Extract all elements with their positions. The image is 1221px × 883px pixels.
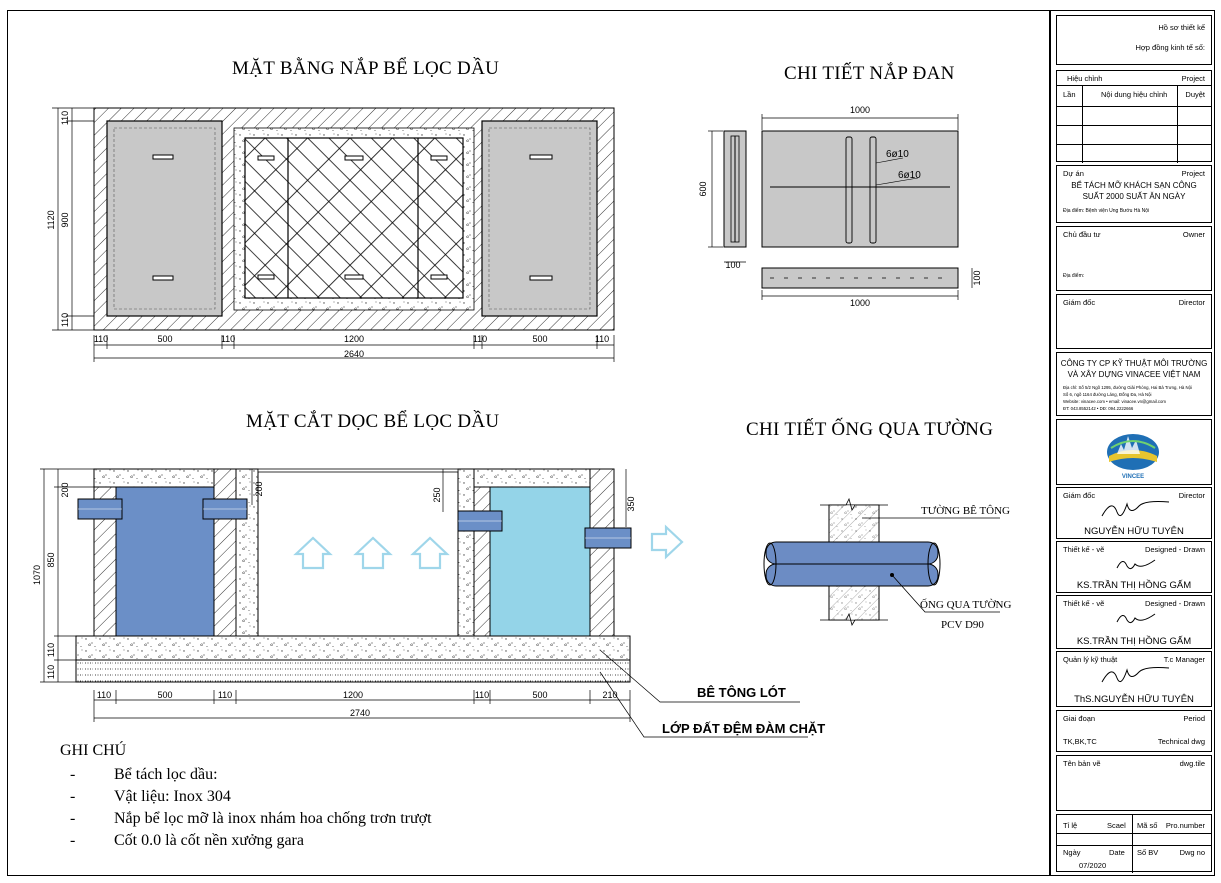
note-item: -Nắp bể lọc mỡ là inox nhám hoa chống tr… [70,810,432,827]
plan-cover-right [481,120,598,317]
slab-dim-thk: 100 [725,260,740,270]
signature-icon [1101,667,1170,683]
note-item: -Bể tách lọc dầu: [70,766,218,783]
slab-dim-side: 600 [698,181,708,196]
section-dim-total: 2740 [350,708,370,718]
section-dim-inner-250: 250 [432,487,442,502]
logo-text: VINCEE [1122,474,1144,480]
company-logo: VINCEE [1107,434,1159,480]
plan-dim-left-2: 900 [60,212,70,227]
section-title: MẶT CẮT DỌC BỂ LỌC DẦU [246,411,500,432]
section-dim-4: 1200 [343,690,363,700]
label-pipe-spec: PCV D90 [941,619,984,631]
drawing-canvas: 110 500 110 1200 110 500 110 2640 110 90… [32,105,1011,738]
label-lean-concrete: BÊ TÔNG LÓT [697,685,786,700]
section-dim-1: 110 [97,690,111,700]
tb-revision: Hiệu chỉnh Project Lần Nội dung hiệu chỉ… [1056,70,1212,163]
slab-detail: 6ø10 6ø10 1000 600 100 1000 100 [698,105,982,308]
tb-director: Giám đốc Director [1056,294,1212,349]
section-dim-right-350: 350 [626,496,636,511]
notes-title: GHI CHÚ [60,742,127,759]
label-wall-pipe: ỐNG QUA TƯỜNG [920,598,1011,611]
tb-designer-2: Thiết kế - vẽ Designed - Drawn KS.TRẦN T… [1056,595,1212,649]
slab-dim-sect: 100 [972,270,982,285]
tb-tech-manager: Quản lý kỹ thuật T.c Manager ThS.NGUYỄN … [1056,651,1212,707]
drawing-frame [7,10,1215,876]
section-dim-base-1: 110 [46,643,56,657]
slab-section [761,267,959,289]
signature-icon [1116,613,1156,624]
lean-concrete-layer [75,635,631,661]
label-concrete-wall: TƯỜNG BÊ TÔNG [921,505,1010,517]
plan-title: MẶT BẰNG NẮP BỂ LỌC DẦU [232,58,500,79]
section-view: 110 500 110 1200 110 500 210 2740 1070 8… [32,468,825,738]
slab-plan [761,130,959,248]
plan-grating [244,137,464,299]
plan-dim-left-3: 110 [60,313,70,327]
plan-dim-2: 500 [157,334,172,344]
tb-director-sign: Giám đốc Director NGUYỄN HỮU TUYÊN [1056,487,1212,539]
section-dim-outer: 1070 [32,565,42,585]
tb-designer-1: Thiết kế - vẽ Designed - Drawn KS.TRẦN T… [1056,541,1212,593]
tb-contract: Hồ sơ thiết kế Hợp đồng kinh tế số: [1056,15,1212,65]
pipe-wall-detail: TƯỜNG BÊ TÔNG ỐNG QUA TƯỜNG PCV D90 [763,497,1011,631]
plan-dim-6: 500 [532,334,547,344]
tb-company: CÔNG TY CP KỸ THUẬT MÔI TRƯỜNG VÀ XÂY DỰ… [1056,352,1212,416]
section-dim-3: 110 [218,690,232,700]
tb-owner: Chủ đầu tư Owner Địa điểm: [1056,226,1212,291]
signature-icon [1116,559,1156,570]
plan-view: 110 500 110 1200 110 500 110 2640 110 90… [46,107,615,362]
section-dim-inner-200: 200 [254,481,264,496]
plan-cover-left [106,120,223,317]
section-dim-6: 500 [532,690,547,700]
slab-title: CHI TIẾT NẮP ĐAN [784,63,955,84]
plan-dim-7: 110 [595,334,609,344]
plan-dim-1: 110 [94,334,108,344]
section-dim-base-2: 110 [46,665,56,679]
plan-dim-left-total: 1120 [46,210,56,229]
section-dim-200: 200 [60,482,70,497]
tb-period: Giai đoạn Period TK,BK,TC Technical dwg [1056,710,1212,752]
signature-icon [1101,501,1170,517]
plan-dim-3: 110 [221,334,235,344]
flow-arrows [293,524,684,570]
plan-dim-total: 2640 [344,349,364,359]
plan-dim-left-1: 110 [60,111,70,125]
tb-scale-date: Tỉ lệ Scael Mã số Pro.number Ngày Date S… [1056,814,1212,873]
slab-dim-bottom: 1000 [850,298,870,308]
section-dim-850: 850 [46,552,56,567]
notes: GHI CHÚ -Bể tách lọc dầu: -Vật liệu: Ino… [60,742,432,852]
note-item: -Vật liệu: Inox 304 [70,788,231,805]
slab-bar-label-2: 6ø10 [898,170,921,181]
note-item: -Cốt 0.0 là cốt nền xưởng gara [70,832,304,849]
tb-logo: VINCEE [1056,419,1212,485]
title-block: Hồ sơ thiết kế Hợp đồng kinh tế số: Hiệu… [1049,10,1215,876]
section-dim-5: 110 [475,690,489,700]
plan-dim-5: 110 [473,334,487,344]
slab-bar-label-1: 6ø10 [886,149,909,160]
slab-dim-top: 1000 [850,105,870,115]
pipe-detail-title: CHI TIẾT ỐNG QUA TƯỜNG [746,419,994,440]
chamber-3 [489,486,591,637]
label-compacted-soil: LỚP ĐẤT ĐỆM ĐÀM CHẶT [662,721,825,736]
plan-dim-4: 1200 [344,334,364,344]
section-dim-7: 210 [602,690,617,700]
section-dim-2: 500 [157,690,172,700]
chamber-1 [115,486,215,637]
tb-drawing-title: Tên bản vẽ dwg.tile [1056,755,1212,811]
tb-project: Dự án Project BỂ TÁCH MỠ KHÁCH SẠN CÔNG … [1056,165,1212,223]
compacted-soil-layer [75,659,631,683]
